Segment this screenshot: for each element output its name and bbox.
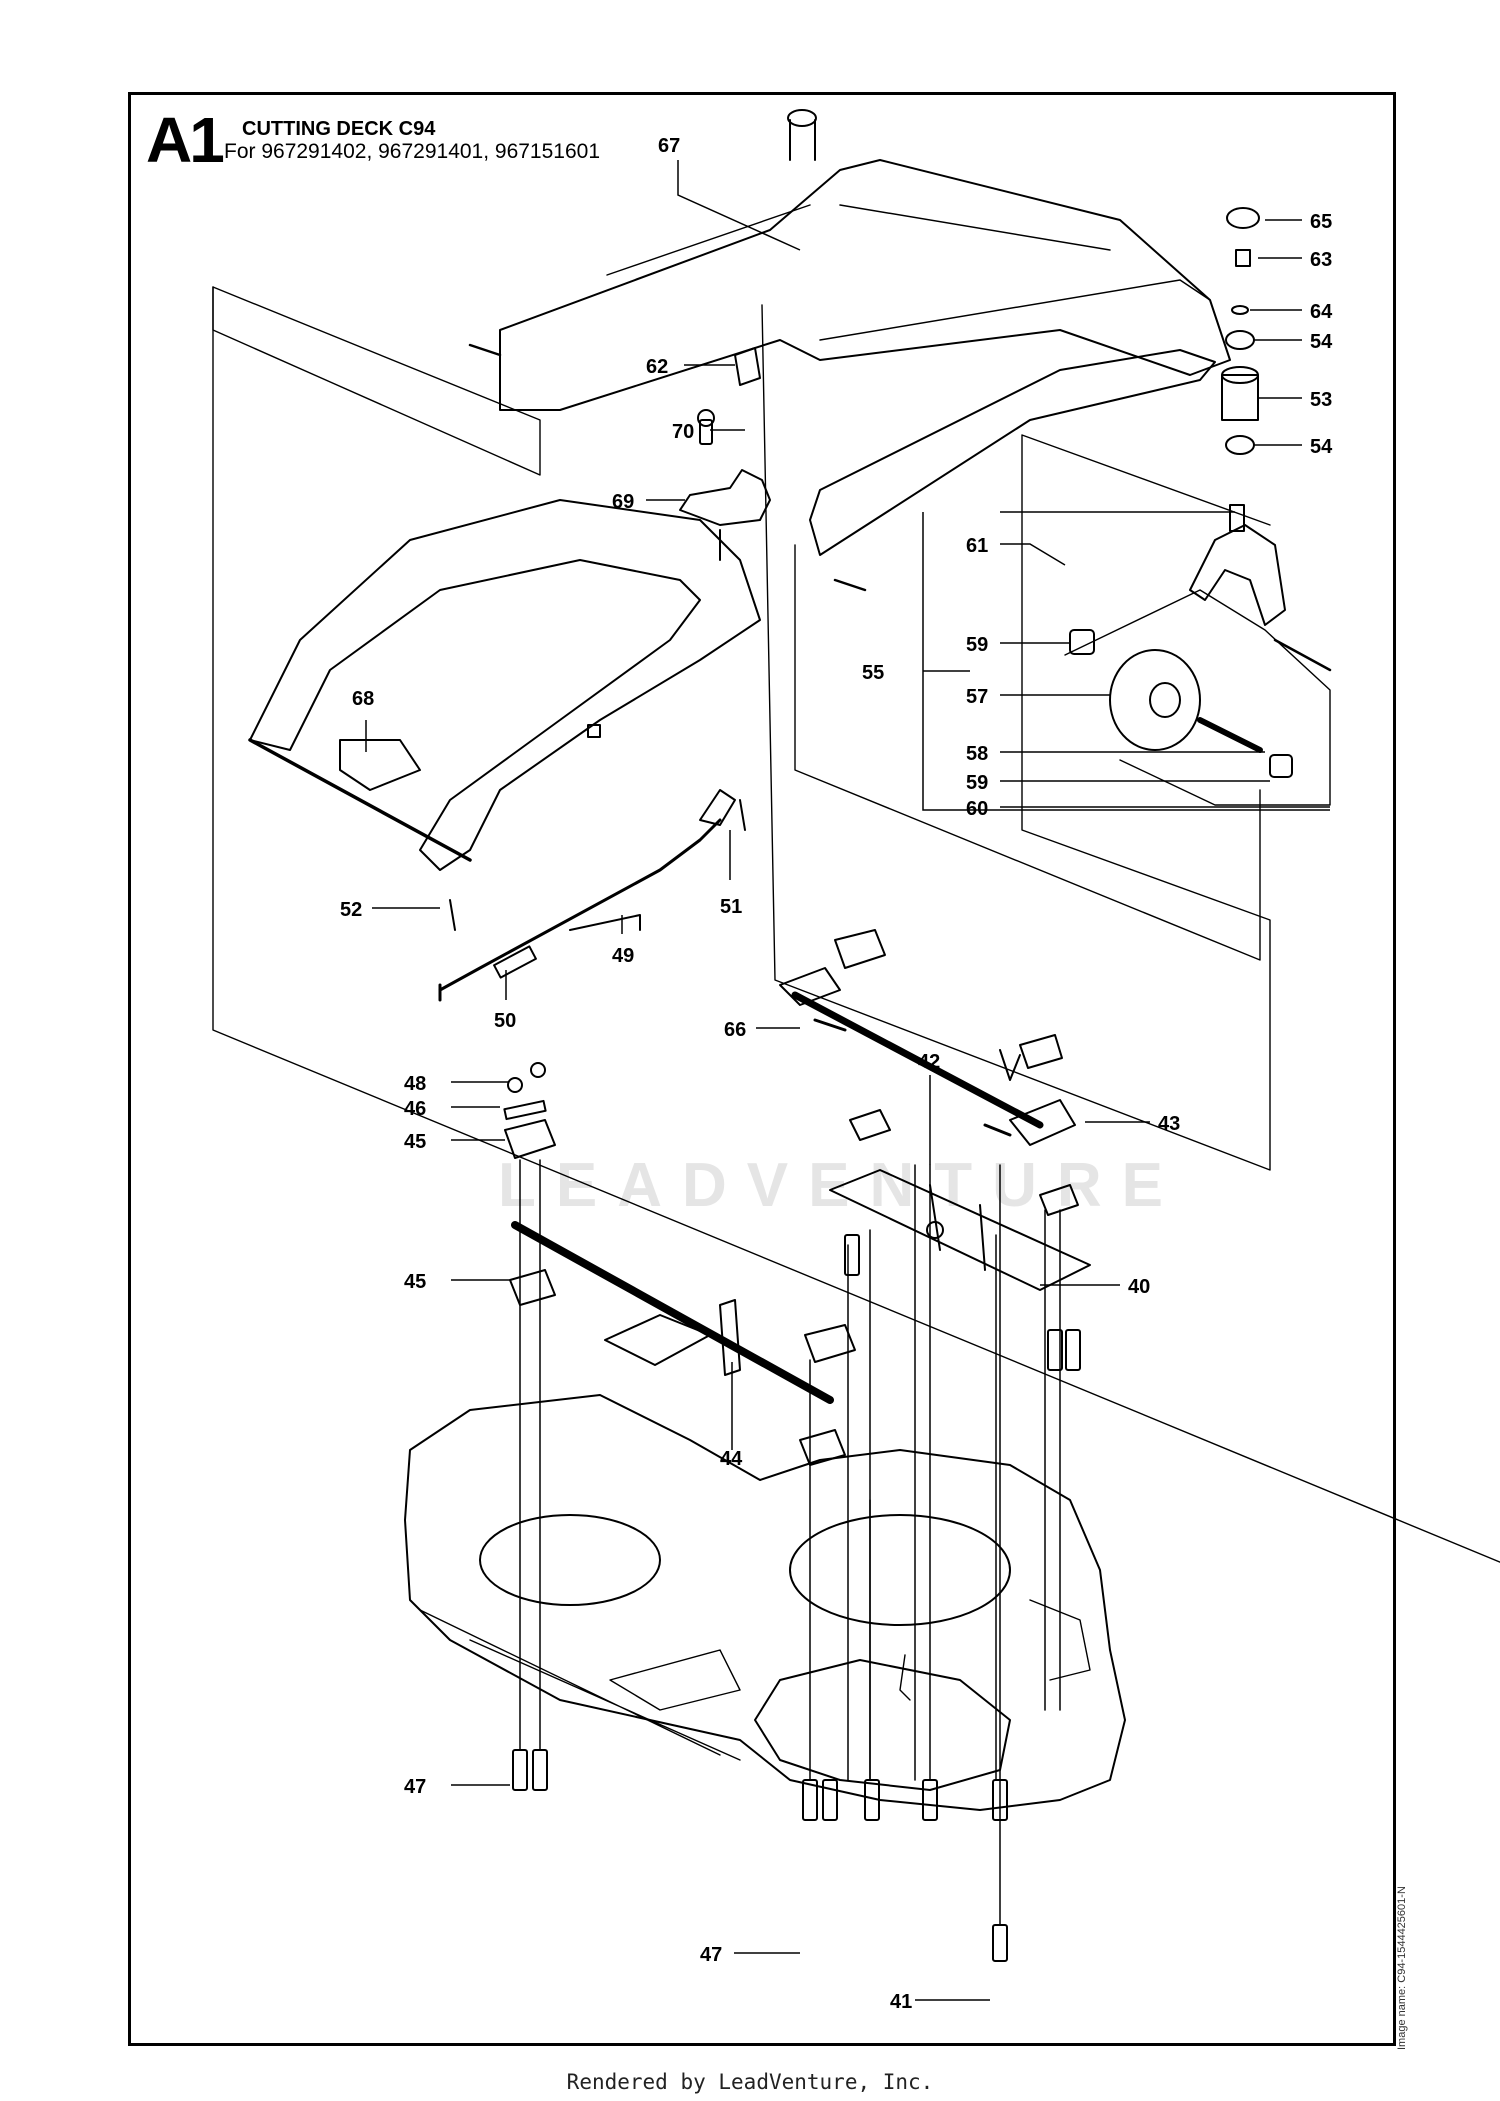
front-shaft-43	[791, 991, 1044, 1129]
callout-60: 60	[966, 798, 988, 820]
callout-45-lower: 45	[404, 1271, 426, 1293]
callout-66: 66	[724, 1019, 746, 1041]
axle-58	[1197, 717, 1263, 753]
callout-53: 53	[1310, 389, 1332, 411]
washer-64	[1231, 305, 1249, 315]
wheel-57	[1109, 649, 1201, 751]
deck-lift-frame	[249, 499, 761, 871]
callout-45-upper: 45	[404, 1131, 426, 1153]
callout-64: 64	[1310, 301, 1333, 323]
diagram-title: CUTTING DECK C94	[242, 118, 436, 140]
callout-46: 46	[404, 1098, 426, 1120]
callout-40: 40	[1128, 1276, 1150, 1298]
bushing-59b	[1269, 754, 1293, 778]
hex-bolts	[512, 1234, 1081, 1962]
callout-54-upper: 54	[1310, 331, 1333, 353]
cutting-deck-housing	[404, 1394, 1126, 1811]
lift-rod-assembly	[438, 818, 722, 992]
callout-43: 43	[1158, 1113, 1180, 1135]
callout-48: 48	[404, 1073, 426, 1095]
callout-70: 70	[672, 421, 694, 443]
callout-44: 44	[720, 1448, 743, 1470]
bracket-69	[679, 469, 771, 526]
bushing-59a	[1069, 629, 1095, 655]
clamp-45-lower	[509, 1269, 556, 1306]
diagram-frame	[128, 92, 1396, 2046]
image-name-label: Image name: C94-1544425601-N	[1396, 1886, 1408, 2050]
callout-50: 50	[494, 1010, 516, 1032]
callout-57: 57	[966, 686, 988, 708]
callout-62: 62	[646, 356, 668, 378]
wheel-axle-stub	[1229, 504, 1245, 532]
callout-47-center: 47	[700, 1944, 722, 1966]
bracket-62	[734, 347, 761, 386]
nut-48	[507, 1077, 523, 1093]
cap-65	[1226, 207, 1260, 229]
footer-credit: Rendered by LeadVenture, Inc.	[566, 2070, 934, 2094]
guide-plane-left	[212, 286, 541, 476]
model-numbers: For 967291402, 967291401, 967151601	[224, 140, 601, 163]
nut-54b	[1225, 435, 1255, 455]
callout-47-left: 47	[404, 1776, 426, 1798]
screw-63	[1235, 249, 1251, 267]
callout-58: 58	[966, 743, 988, 765]
guide-plane-upper-mid	[606, 204, 811, 276]
top-frame-arm	[499, 159, 1231, 411]
callout-51: 51	[720, 896, 742, 918]
bolt-70	[699, 419, 713, 445]
blade-well-right	[789, 1514, 1011, 1626]
clamp-right-1	[834, 929, 886, 969]
callout-52: 52	[340, 899, 362, 921]
callout-49: 49	[612, 945, 634, 967]
plate-46	[503, 1099, 547, 1121]
wheel-fork	[1189, 524, 1286, 626]
callout-63: 63	[1310, 249, 1332, 271]
callout-59-upper: 59	[966, 634, 988, 656]
callout-69: 69	[612, 491, 634, 513]
callout-54-lower: 54	[1310, 436, 1333, 458]
guide-plane-right	[761, 304, 1271, 1171]
pedal	[604, 1314, 711, 1366]
callout-67: 67	[658, 135, 680, 157]
callout-41: 41	[890, 1991, 912, 2013]
callout-59-lower: 59	[966, 772, 988, 794]
blade-well-left	[479, 1514, 661, 1606]
watermark: LEADVENTURE	[498, 1151, 1184, 1220]
section-letter: A1	[146, 104, 225, 176]
right-arm	[809, 349, 1216, 556]
callout-61: 61	[966, 535, 988, 557]
callout-68: 68	[352, 688, 374, 710]
clamp-45-upper	[504, 1119, 556, 1159]
callout-65: 65	[1310, 211, 1332, 233]
guide-plane-lower	[212, 286, 1500, 1563]
bushing-53	[1221, 374, 1259, 421]
callout-55: 55	[862, 662, 884, 684]
nut-54a	[1225, 330, 1255, 350]
callout-42: 42	[918, 1051, 940, 1073]
crossbar-40	[829, 1169, 1091, 1291]
rear-shaft-44	[511, 1221, 834, 1404]
